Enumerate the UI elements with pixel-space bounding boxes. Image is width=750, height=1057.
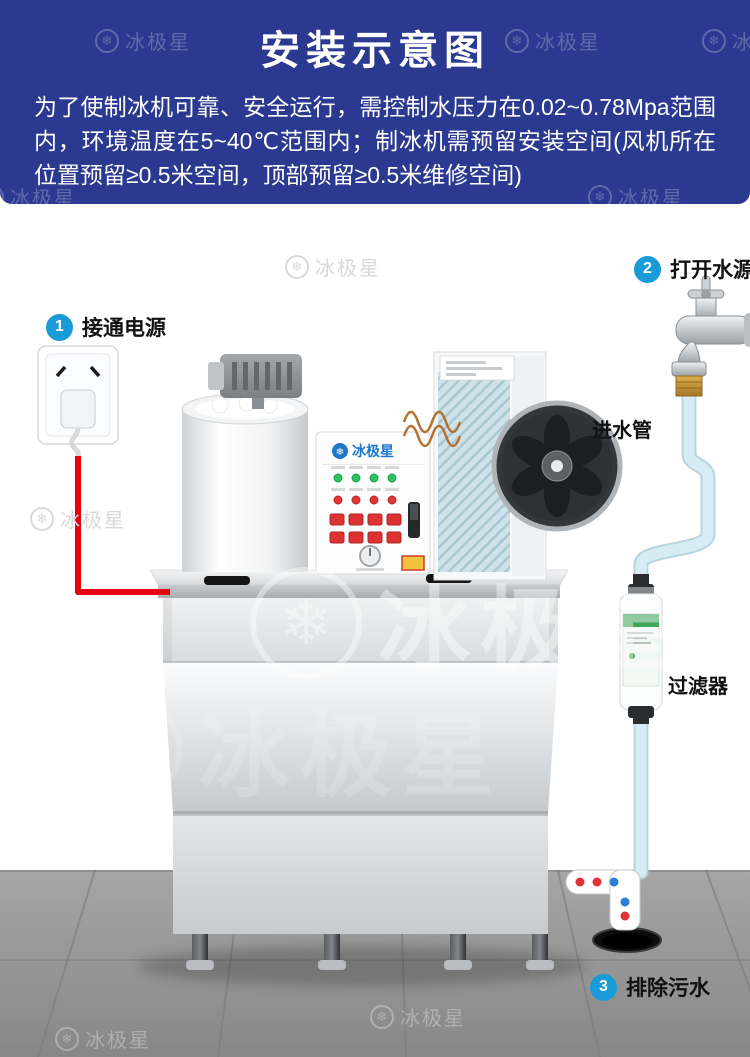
brass-fitting — [675, 375, 703, 397]
step-2-label: 打开水源 — [670, 259, 750, 282]
deck-handle — [204, 576, 250, 585]
filter-label-text: 过滤器 — [668, 676, 728, 698]
page-title: 安装示意图 — [260, 29, 490, 73]
faucet-handle — [701, 289, 711, 299]
indicator-lights — [331, 466, 399, 505]
step-3-label: 排除污水 — [626, 977, 710, 1000]
header-description: 为了使制冰机可靠、安全运行，需控制水压力在0.02~0.78Mpa范围内，环境温… — [34, 94, 716, 189]
step-1-label: 接通电源 — [82, 317, 166, 340]
installation-diagram: ❄ 冰极星 — [0, 204, 750, 1057]
faucet — [671, 275, 750, 397]
machine-legs — [186, 934, 554, 970]
ice-texture — [262, 398, 278, 414]
panel-brand-text: 冰极星 — [352, 443, 394, 459]
ice-storage-bin — [163, 598, 558, 970]
plug-cord — [69, 427, 81, 457]
panel-logo-icon — [332, 443, 348, 459]
copper-coil — [402, 410, 462, 448]
evaporator-drum — [181, 393, 309, 572]
machine-shadow — [137, 946, 587, 986]
step-drain-water: 3 排除污水 — [590, 972, 710, 1002]
inlet-pipe — [633, 388, 716, 880]
faucet-spout — [671, 361, 707, 377]
installation-scene: ❄ 冰极星 — [0, 275, 750, 1057]
ice-texture — [211, 396, 229, 414]
gear-motor — [208, 354, 302, 409]
step-3-badge: 3 — [590, 973, 617, 1001]
drain-assembly — [565, 869, 662, 953]
step-open-water: 2 打开水源 — [634, 254, 750, 284]
condenser-fan — [491, 400, 623, 532]
power-plug — [60, 389, 96, 429]
header: ❄ 冰极星 ❄ 冰极星 ❄ 冰极星 ❄ 冰极星 ❄ 冰极星 安装示意图 为了使制… — [0, 0, 750, 204]
inlet-pipe-label: 进水管 — [592, 420, 652, 442]
socket-slots — [55, 365, 101, 378]
panel-logo-snowflake: ❄ — [336, 447, 344, 458]
snowflake-icon: ❄ — [0, 184, 4, 204]
water-filter — [619, 574, 663, 724]
step-2-badge: 2 — [634, 255, 661, 283]
wall-outlet — [37, 345, 119, 457]
warning-sticker — [401, 555, 425, 571]
control-panel: ❄ 冰极星 — [315, 431, 431, 575]
power-cable — [75, 456, 170, 595]
step-connect-power: 1 接通电源 — [46, 312, 166, 342]
panel-buttons — [329, 513, 402, 544]
condenser-unit — [402, 351, 547, 581]
step-1-badge: 1 — [46, 313, 73, 341]
